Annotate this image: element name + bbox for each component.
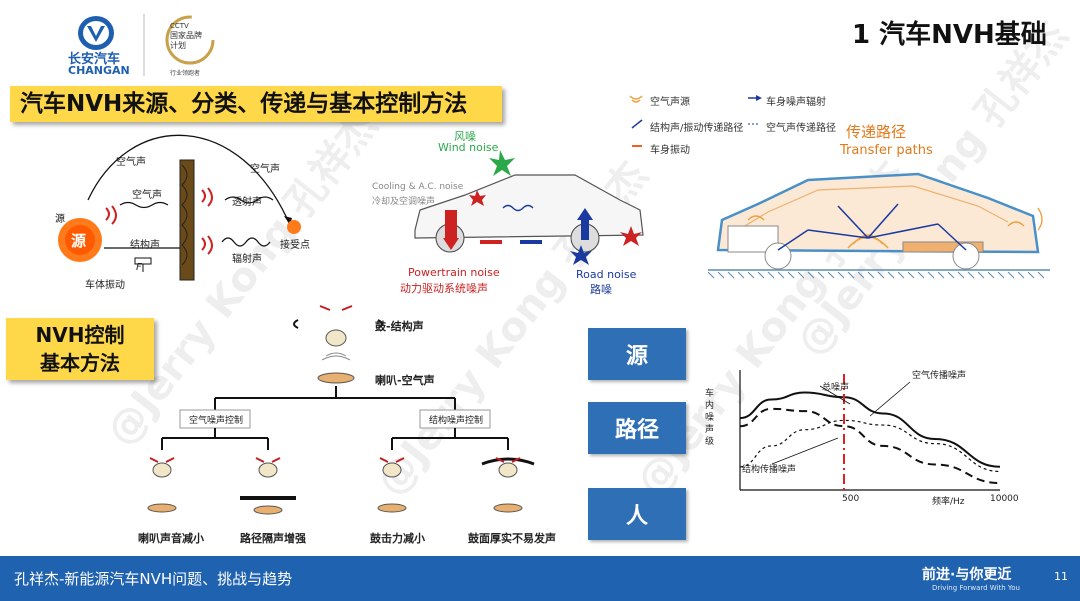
source-label: 源	[55, 214, 65, 225]
chart-xtick-10000: 10000	[990, 494, 1019, 504]
air-top-label: 空气声	[116, 157, 146, 168]
powertrain-noise-en: Powertrain noise	[408, 266, 500, 279]
source-path-diagram	[58, 134, 301, 281]
brand-en: CHANGAN	[68, 64, 130, 77]
chart-xtick-500: 500	[842, 494, 860, 504]
transfer-legend-icons	[629, 95, 762, 147]
legend-air-source: 空气声源	[650, 97, 690, 108]
receiver-label: 接受点	[280, 240, 310, 251]
footer-title: 孔祥杰-新能源汽车NVH问题、挑战与趋势	[14, 570, 293, 588]
cctv-line1: CCTV	[170, 22, 189, 30]
force-label: F	[136, 262, 142, 273]
road-noise-en: Road noise	[576, 268, 637, 281]
road-noise-cn: 路噪	[590, 283, 612, 296]
source-button[interactable]: 源	[588, 328, 686, 380]
cctv-tag: 行业领跑者	[170, 70, 201, 77]
source-node-label: 源	[71, 232, 87, 250]
cooling-noise-cn: 冷却及空调噪声	[372, 197, 436, 207]
legend-air-path: 空气声传递路径	[766, 123, 836, 134]
case-horn-reduce: 喇叭声音减小	[138, 532, 204, 545]
legend-body-radiate: 车身噪声辐射	[766, 97, 826, 108]
chart-xlabel: 频率/Hz	[932, 497, 965, 507]
transfer-title-cn: 传递路径	[846, 123, 907, 141]
struct-control-label: 结构噪声控制	[429, 416, 484, 426]
footer-bar	[0, 556, 1080, 601]
legend-struct-path: 结构声/振动传递路径	[650, 123, 744, 134]
car-noise-diagram	[414, 150, 644, 265]
powertrain-noise-cn: 动力驱动系统噪声	[400, 282, 488, 295]
section-title: 1 汽车NVH基础	[852, 20, 1047, 50]
struct-label: 结构声	[130, 240, 160, 251]
vibration-label: 车体振动	[85, 280, 125, 291]
chart-ylabel: 车内噪声级	[705, 389, 715, 447]
chart-annotation-total: 总噪声	[822, 383, 850, 393]
brand-cn: 长安汽车	[68, 52, 121, 67]
air-control-label: 空气噪声控制	[189, 416, 244, 426]
cctv-line2: 国家品牌	[170, 31, 202, 40]
cctv-line3: 计划	[170, 41, 186, 50]
cooling-noise-en: Cooling & A.C. noise	[372, 182, 464, 192]
legend-body-vib: 车身振动	[650, 145, 690, 156]
horn-air-label: 喇叭-空气声	[375, 374, 435, 387]
air-source-icon	[629, 95, 643, 103]
case-strike-reduce: 鼓击力减小	[370, 532, 425, 545]
control-banner-line2: 基本方法	[40, 351, 120, 375]
transfer-title-en: Transfer paths	[840, 143, 933, 158]
logo-area	[62, 10, 232, 80]
footer-slogan-en: Driving Forward With You	[932, 584, 1020, 592]
transmit-label: 透射声	[232, 197, 262, 208]
noise-frequency-chart	[739, 370, 1001, 491]
case-path-isolate: 路径隔声增强	[240, 532, 306, 545]
drum-struct-label: 鼓-结构声	[375, 320, 424, 333]
drum-control-tree	[147, 305, 535, 515]
wind-noise-cn: 风噪	[454, 130, 476, 143]
case-thick-drum: 鼓面厚实不易发声	[468, 532, 556, 545]
wind-noise-en: Wind noise	[438, 141, 499, 154]
chart-annotation-struct: 结构传播噪声	[742, 465, 797, 475]
chart-annotation-air: 空气传播噪声	[912, 371, 967, 381]
person-button[interactable]: 人	[588, 488, 686, 540]
series-total-line	[739, 391, 1001, 468]
air-mid-label: 空气声	[132, 190, 162, 201]
transfer-car-diagram	[708, 172, 1050, 279]
air-right-label: 空气声	[250, 164, 280, 175]
radiate-label: 辐射声	[232, 254, 262, 265]
page-number: 11	[1054, 570, 1068, 583]
series-air-line	[739, 419, 1001, 473]
control-banner-line1: NVH控制	[35, 323, 125, 347]
control-banner: NVH控制 基本方法	[6, 318, 154, 380]
changan-logo-icon	[78, 14, 215, 76]
topic-banner: 汽车NVH来源、分类、传递与基本控制方法	[10, 86, 502, 122]
footer-slogan: 前进·与你更近	[922, 567, 1012, 583]
path-button[interactable]: 路径	[588, 402, 686, 454]
